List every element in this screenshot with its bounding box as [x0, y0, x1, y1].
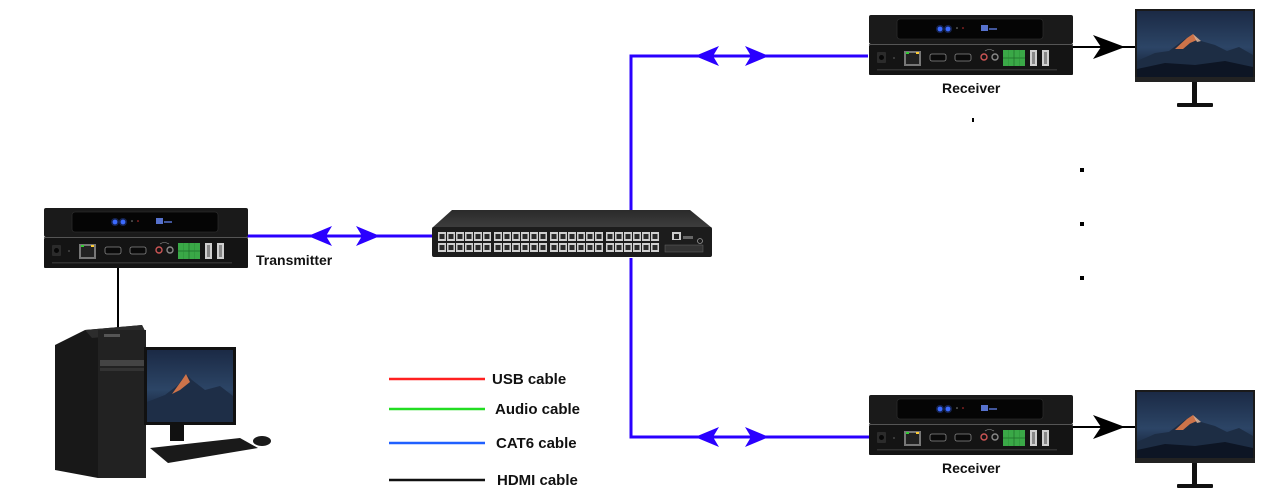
switch-port-socket [607, 234, 613, 239]
switch-port-socket [634, 245, 640, 250]
switch-port-socket [569, 245, 575, 250]
more-receivers-ellipsis-icon [972, 118, 1084, 280]
switch-port-socket [448, 245, 454, 250]
switch-port-socket [540, 234, 546, 239]
switch-port-socket [560, 234, 566, 239]
receiver-top-device [868, 14, 1074, 76]
switch-port-socket [596, 245, 602, 250]
switch-port-socket [587, 245, 593, 250]
switch-port-socket [578, 234, 584, 239]
transmitter-device [43, 207, 249, 269]
legend-label: Audio cable [495, 401, 580, 418]
switch-port-socket [616, 245, 622, 250]
switch-port-socket [495, 245, 501, 250]
switch-port-socket [513, 234, 519, 239]
switch-port-socket [504, 234, 510, 239]
switch-port-socket [652, 245, 658, 250]
switch-port-socket [596, 234, 602, 239]
legend-label: USB cable [492, 371, 566, 388]
switch-port-socket [457, 245, 463, 250]
switch-port-socket [578, 245, 584, 250]
arrow-right-icon [1093, 35, 1125, 59]
arrow-right-icon [1093, 415, 1125, 439]
switch-port-socket [484, 234, 490, 239]
cat6-link-switch-to-receiver-top [629, 54, 868, 222]
switch-port-socket [522, 245, 528, 250]
switch-port-socket [495, 234, 501, 239]
receiver-bottom-label: Receiver [942, 460, 1001, 476]
arrow-right-icon [356, 226, 380, 246]
arrow-left-icon [308, 226, 332, 246]
switch-port-socket [531, 234, 537, 239]
switch-port-socket [551, 245, 557, 250]
arrow-right-icon [745, 46, 769, 66]
display-bottom [1135, 390, 1255, 488]
switch-port-socket [652, 234, 658, 239]
switch-port-socket [551, 234, 557, 239]
switch-port-socket [531, 245, 537, 250]
network-switch [432, 210, 712, 257]
receiver-bottom-device [868, 394, 1074, 456]
switch-port-socket [504, 245, 510, 250]
switch-port-socket [448, 234, 454, 239]
switch-port-socket [466, 245, 472, 250]
arrow-right-icon [745, 427, 769, 447]
switch-port-socket [475, 234, 481, 239]
legend-label: CAT6 cable [496, 435, 577, 452]
switch-port-socket [457, 234, 463, 239]
switch-port-socket [475, 245, 481, 250]
arrow-left-icon [695, 427, 719, 447]
switch-port-socket [625, 245, 631, 250]
switch-port-socket [466, 234, 472, 239]
cat6-link-switch-to-receiver-bottom [629, 258, 915, 439]
switch-port-socket [560, 245, 566, 250]
switch-port-socket [607, 245, 613, 250]
switch-port-socket [616, 234, 622, 239]
switch-port-socket [484, 245, 490, 250]
switch-port-socket [439, 245, 445, 250]
switch-port-socket [643, 234, 649, 239]
switch-port-socket [587, 234, 593, 239]
source-pc [55, 325, 271, 478]
transmitter-label: Transmitter [256, 252, 333, 268]
switch-port-socket [439, 234, 445, 239]
switch-port-socket [625, 234, 631, 239]
display-top [1135, 9, 1255, 107]
switch-port-socket [643, 245, 649, 250]
switch-port-socket [540, 245, 546, 250]
legend-label: HDMI cable [497, 472, 578, 489]
arrow-left-icon [695, 46, 719, 66]
switch-port-socket [569, 234, 575, 239]
receiver-top-label: Receiver [942, 80, 1001, 96]
switch-port-socket [634, 234, 640, 239]
switch-port-socket [522, 234, 528, 239]
switch-port-socket [513, 245, 519, 250]
